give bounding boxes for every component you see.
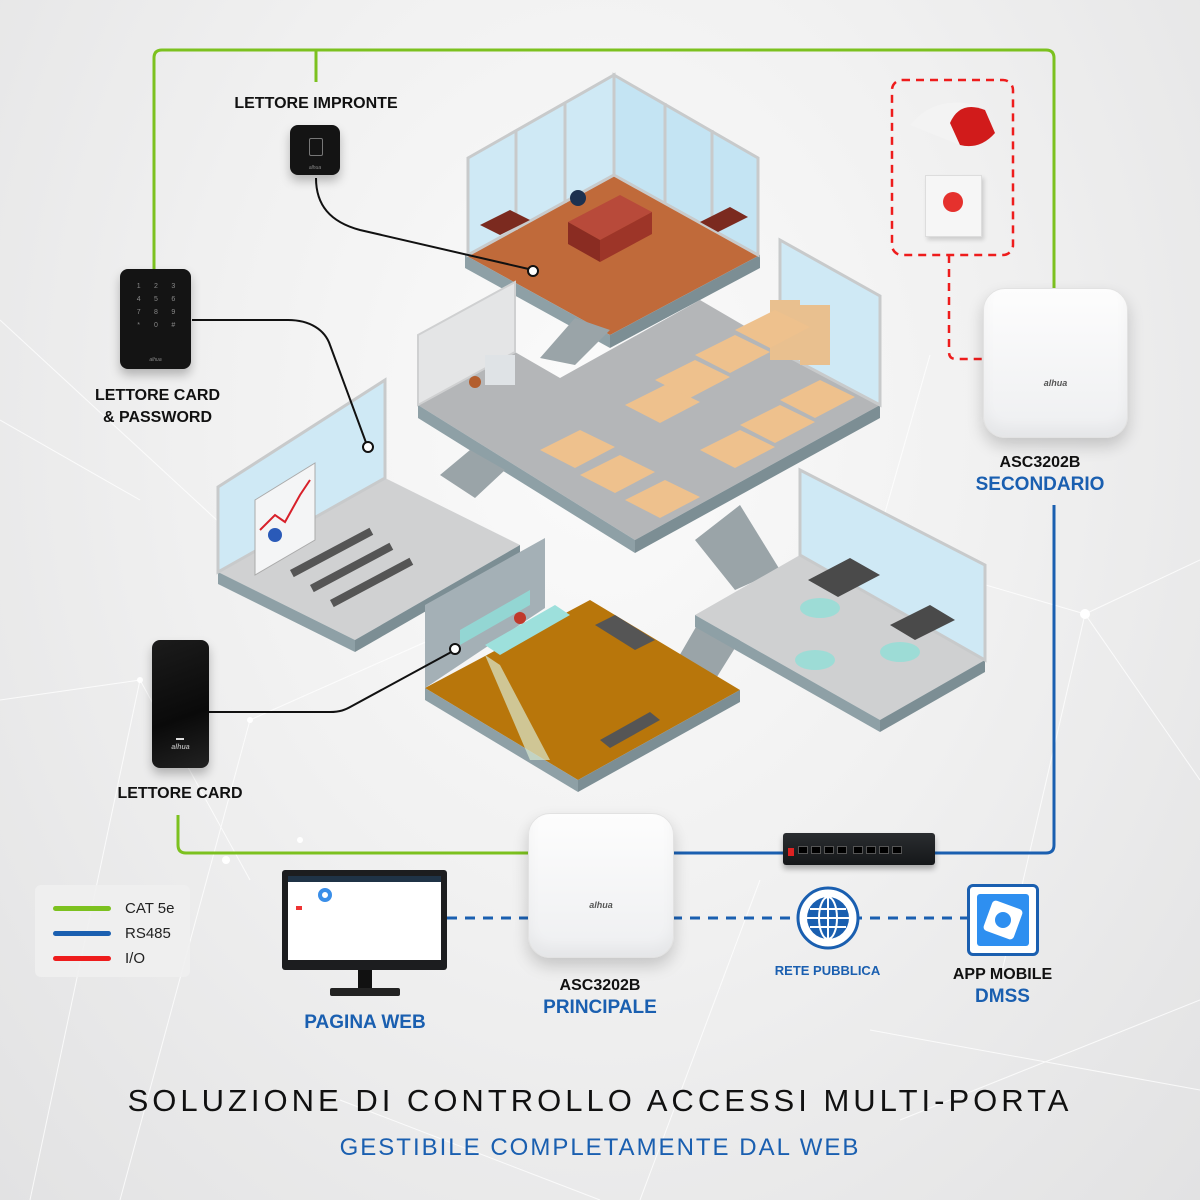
monitor-base (330, 988, 400, 996)
door-point-meeting[interactable] (362, 441, 374, 453)
brand-logo: alhua (1043, 377, 1068, 388)
role-text: PRINCIPALE (543, 997, 657, 1018)
legend-swatch (53, 905, 111, 911)
legend-swatch (53, 930, 111, 936)
switch-port (811, 846, 821, 854)
keypad-key[interactable]: 9 (171, 309, 176, 316)
switch-port (798, 846, 808, 854)
io-alarm-box (890, 78, 1015, 257)
legend-item-rs485: RS485 (53, 921, 171, 945)
controller-secondary[interactable]: alhua (983, 288, 1128, 438)
keypad-key[interactable]: 2 (154, 283, 158, 290)
brand-logo: alhua (171, 744, 190, 751)
monitor-icon[interactable] (282, 870, 447, 970)
room-meeting (216, 377, 520, 652)
monitor-stand (358, 970, 372, 990)
model-text: ASC3202B (999, 454, 1081, 471)
keypad-key[interactable]: 3 (171, 283, 176, 290)
keypad-key[interactable]: 0 (154, 322, 158, 329)
switch-port (824, 846, 834, 854)
emergency-button-icon (925, 175, 982, 237)
globe-icon[interactable] (795, 885, 861, 951)
switch-port (866, 846, 876, 854)
legend-label: CAT 5e (125, 899, 175, 917)
legend-item-io: I/O (53, 946, 145, 970)
rs485-line (672, 505, 1056, 855)
label-line-1: LETTORE CARD (94, 387, 221, 404)
model-text: ASC3202B (559, 977, 641, 994)
keypad-key[interactable]: 7 (136, 309, 141, 316)
dip-switch (788, 848, 794, 856)
brand-logo: alhua (149, 357, 162, 363)
page-title: SOLUZIONE DI CONTROLLO ACCESSI MULTI-POR… (127, 1083, 1073, 1118)
keypad-key[interactable]: 1 (136, 283, 141, 290)
switch-ports (798, 846, 902, 854)
card-reader-label: LETTORE CARD (117, 785, 243, 802)
fingerprint-reader-icon[interactable]: alhua (290, 125, 340, 175)
door-point-reception[interactable] (449, 643, 461, 655)
siren-icon (910, 102, 995, 147)
card-reader-connection (208, 649, 456, 713)
controller-primary[interactable]: alhua (528, 813, 674, 958)
controller-secondary-label: ASC3202B SECONDARIO (960, 452, 1120, 496)
brand-logo: alhua (308, 165, 322, 171)
keypad-reader-icon[interactable]: 1 2 3 4 5 6 7 8 9 * 0 # alhua (120, 269, 191, 369)
room-lounge (695, 467, 987, 732)
fingerprint-sensor (309, 138, 323, 156)
public-network-label: RETE PUBBLICA (774, 963, 881, 978)
label-line-2: DMSS (975, 986, 1030, 1007)
keypad-key[interactable]: * (137, 322, 141, 329)
switch-port (879, 846, 889, 854)
fingerprint-connection (315, 177, 534, 271)
card-password-reader-label: LETTORE CARD & PASSWORD (80, 385, 235, 429)
label-line-1: APP MOBILE (952, 966, 1053, 983)
status-led (176, 738, 184, 740)
brand-logo: alhua (589, 899, 613, 910)
room-executive-office (465, 72, 760, 348)
switch-port (892, 846, 902, 854)
card-reader-icon[interactable]: alhua (152, 640, 209, 768)
monitor-screen (288, 876, 441, 960)
controller-primary-label: ASC3202B PRINCIPALE (520, 975, 680, 1019)
role-text: SECONDARIO (975, 474, 1105, 495)
web-page-label: PAGINA WEB (304, 1012, 426, 1033)
fingerprint-reader-label: LETTORE IMPRONTE (234, 95, 398, 112)
red-button (943, 192, 963, 212)
card-password-connection (192, 319, 369, 449)
legend-item-cat5e: CAT 5e (53, 896, 174, 920)
legend-label: I/O (125, 949, 146, 967)
app-tile (977, 894, 1029, 946)
label-line-2: & PASSWORD (102, 409, 213, 426)
keypad-key[interactable]: 5 (154, 296, 158, 303)
keypad-key[interactable]: 8 (154, 309, 158, 316)
cat5e-line-top (152, 48, 1056, 288)
keypad-key[interactable]: # (171, 322, 176, 329)
io-line (947, 255, 982, 361)
mobile-app-label: APP MOBILE DMSS (930, 964, 1075, 1008)
dmss-app-icon[interactable] (967, 884, 1039, 956)
switch-port (853, 846, 863, 854)
keypad-key[interactable]: 6 (171, 296, 176, 303)
page-subtitle: GESTIBILE COMPLETAMENTE DAL WEB (339, 1134, 861, 1161)
legend: CAT 5e RS485 I/O (35, 885, 190, 977)
poe-switch-icon[interactable] (783, 833, 935, 865)
keypad-key[interactable]: 4 (136, 296, 141, 303)
door-point-office[interactable] (527, 265, 539, 277)
switch-port (837, 846, 847, 854)
keypad: 1 2 3 4 5 6 7 8 9 * 0 # (130, 283, 182, 329)
room-open-office (417, 237, 882, 553)
legend-swatch (53, 955, 111, 961)
cat5e-line-bottom (176, 815, 528, 855)
legend-label: RS485 (125, 924, 171, 942)
